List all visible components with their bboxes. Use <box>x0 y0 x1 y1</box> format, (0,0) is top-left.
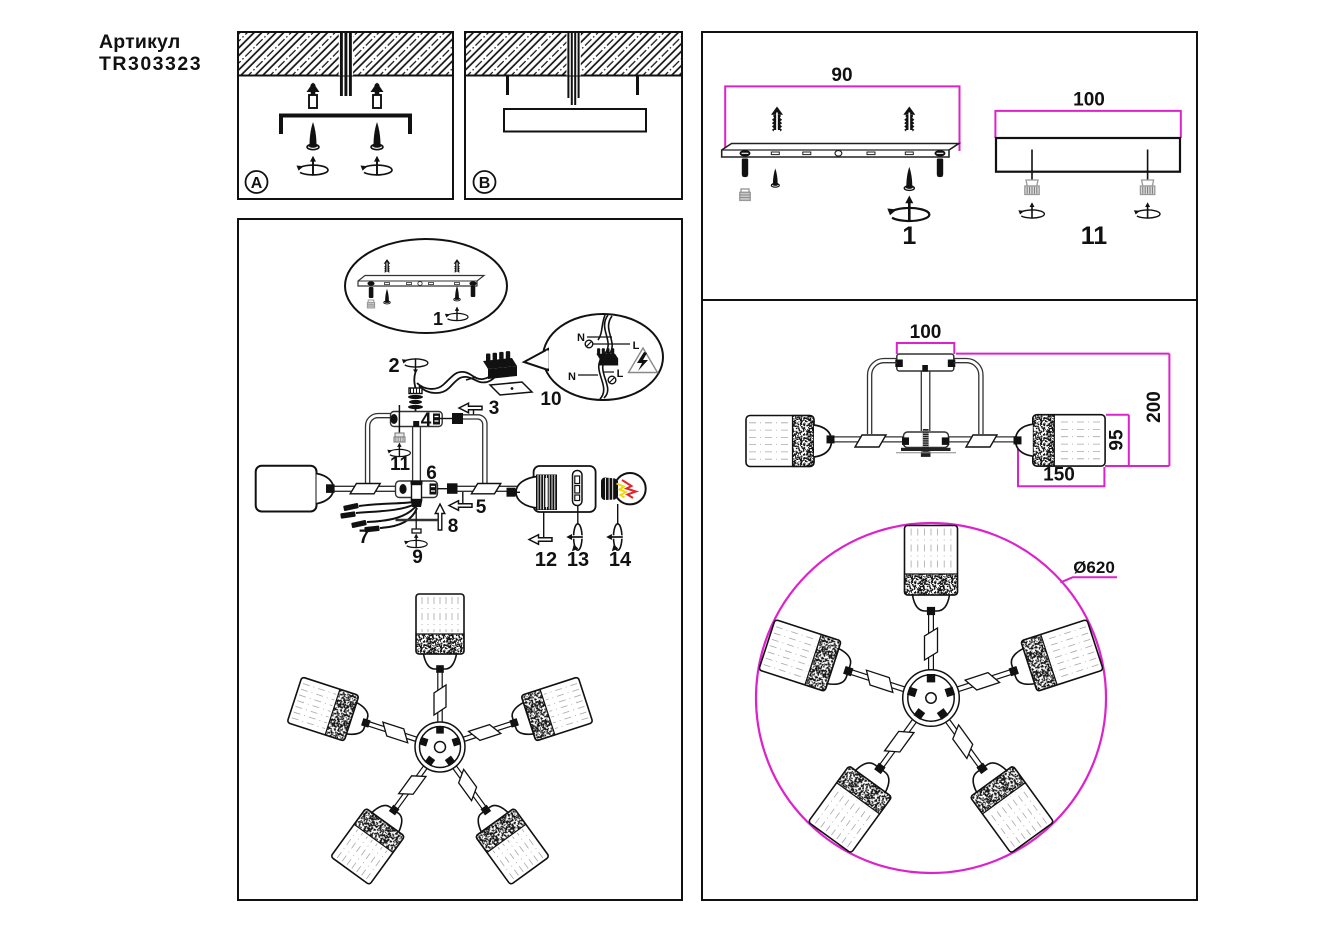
svg-text:2: 2 <box>388 355 399 377</box>
svg-text:11: 11 <box>390 454 411 475</box>
svg-text:Ø620: Ø620 <box>1073 558 1115 577</box>
svg-text:150: 150 <box>1043 465 1075 486</box>
svg-text:L: L <box>617 368 624 380</box>
svg-text:Артикул: Артикул <box>99 31 180 53</box>
svg-text:13: 13 <box>567 549 589 571</box>
svg-text:5: 5 <box>476 497 487 518</box>
svg-text:10: 10 <box>540 389 561 410</box>
svg-text:100: 100 <box>910 322 942 343</box>
svg-text:B: B <box>479 175 491 192</box>
svg-text:A: A <box>251 175 263 192</box>
svg-text:TR303323: TR303323 <box>99 53 202 75</box>
svg-text:14: 14 <box>609 549 632 571</box>
svg-text:90: 90 <box>831 65 852 86</box>
svg-text:L: L <box>633 340 640 352</box>
svg-text:N: N <box>568 371 576 383</box>
svg-text:4: 4 <box>421 410 432 431</box>
svg-text:1: 1 <box>902 222 916 250</box>
svg-text:200: 200 <box>1144 391 1165 423</box>
svg-text:7: 7 <box>359 527 370 548</box>
svg-text:3: 3 <box>489 398 500 419</box>
svg-text:1: 1 <box>433 309 443 329</box>
svg-text:11: 11 <box>1081 222 1108 250</box>
svg-text:12: 12 <box>535 549 557 571</box>
svg-text:9: 9 <box>412 547 423 568</box>
svg-text:100: 100 <box>1073 90 1105 111</box>
svg-text:8: 8 <box>448 516 459 537</box>
svg-text:N: N <box>577 332 585 344</box>
svg-text:95: 95 <box>1107 429 1128 451</box>
svg-text:6: 6 <box>426 463 437 484</box>
